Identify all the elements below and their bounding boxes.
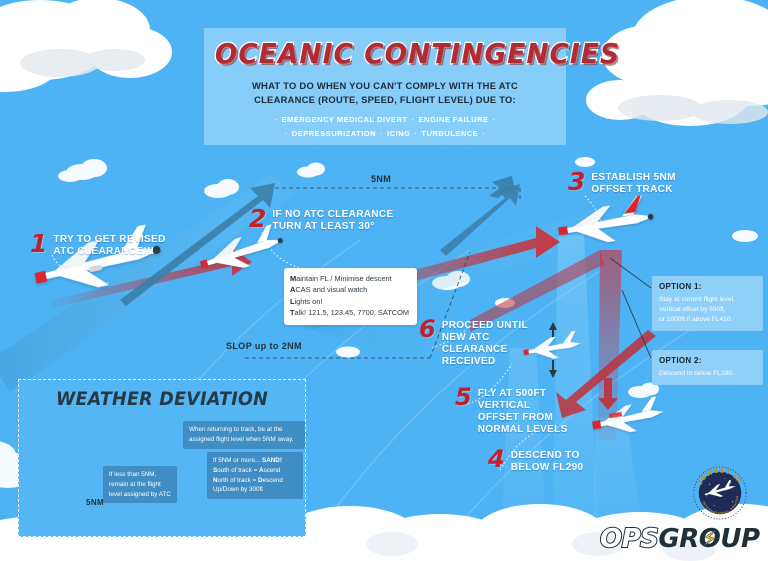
aircraft-4 [523, 331, 581, 359]
bullet-dot: · [411, 115, 415, 125]
option-heading: OPTION 1: [659, 282, 702, 291]
sand-text: Up/Down by 300ft [213, 486, 264, 494]
malt-text: aintain FL / Minimise descent [296, 274, 392, 283]
logo-ops-text: OPS [599, 523, 660, 555]
cause-line-2: ·DEPRESSURIZATION·ICING·TURBULENCE· [204, 127, 566, 140]
header-panel: OCEANIC CONTINGENCIES WHAT TO DO WHEN YO… [204, 28, 621, 145]
bullet-dot: · [414, 128, 418, 138]
step-callout-5: 5 FLY AT 500FT VERTICAL OFFSET FROM NORM… [455, 383, 568, 436]
step-number: 2 [249, 204, 267, 233]
malt-initial: T [290, 308, 295, 318]
step-label: DESCEND TO BELOW FL290 [510, 450, 584, 473]
sand-line-1: If 5NM or more... SAND! [213, 456, 297, 466]
cause-item: TURBULENCE [421, 128, 479, 138]
descend-arrow [598, 378, 618, 410]
weather-deviation-title: WEATHER DEVIATION [55, 388, 269, 410]
step-label: TRY TO GET REVISED ATC CLEARANCE!!! [53, 234, 166, 257]
sand-line-3: North of track = Descend [213, 476, 297, 486]
option-heading: OPTION 2: [659, 356, 702, 365]
malt-text: alk! 121.5, 123.45, 7700, SATCOM [294, 308, 409, 318]
red-arrow-4 [556, 330, 656, 418]
malt-checklist-box: Maintain FL / Minimise descent ACAS and … [284, 268, 417, 325]
option-body: Descend to below FL290. [659, 370, 734, 377]
label-5nm-weather: 5NM [86, 498, 105, 507]
bullet-dot: · [284, 128, 288, 138]
opsgroup-logo: OPSGRO⚡UP [599, 523, 760, 555]
bullet-dot: · [274, 115, 278, 125]
vertical-offset-arrows [549, 322, 557, 378]
step-label: PROCEED UNTIL NEW ATC CLEARANCE RECEIVED [441, 320, 528, 367]
aircraft-3 [558, 195, 654, 243]
malt-text: ights on! [294, 296, 323, 306]
sand-text: scend [263, 466, 281, 474]
wx-note-return-to-track: When returning to track, be at the assig… [183, 421, 305, 449]
logo-up-text: UP [720, 524, 760, 554]
sand-text: escend [262, 476, 283, 484]
step-callout-2: 2 IF NO ATC CLEARANCE TURN AT LEAST 30° [249, 204, 394, 233]
malt-line: Talk! 121.5, 123.45, 7700, SATCOM [290, 307, 411, 318]
bullet-dot: · [492, 115, 496, 125]
sand-initial-a: A [259, 466, 264, 474]
step-callout-6: 6 PROCEED UNTIL NEW ATC CLEARANCE RECEIV… [419, 315, 528, 368]
aircraft-2 [199, 224, 284, 269]
malt-initial: M [290, 274, 297, 283]
sand-initial-n: N [213, 476, 218, 484]
red-arrow-3 [470, 250, 604, 332]
sand-acronym: SAND! [262, 457, 282, 464]
label-slop: SLOP up to 2NM [226, 341, 302, 351]
cause-item: ENGINE FAILURE [418, 115, 489, 125]
step-number: 3 [568, 167, 586, 196]
30west-ip-badge-logo: 30WEST IP INTERNATIONAL PROCEDURES [691, 464, 747, 520]
aircraft-5 [592, 396, 664, 433]
malt-initial: A [290, 285, 296, 295]
step-callout-4: 4 DESCEND TO BELOW FL290 [488, 445, 584, 474]
logo-gr-text: GR [658, 524, 699, 554]
option-box-1: OPTION 1: Stay at current flight level, … [652, 276, 763, 331]
sand-text: orth of track = [217, 476, 258, 484]
dashed-guides [245, 187, 521, 359]
cause-item: ICING [387, 128, 411, 138]
wx-note-sand-rule: If 5NM or more... SAND! South of track =… [207, 452, 303, 499]
step-callout-3: 3 ESTABLISH 5NM OFFSET TRACK [568, 167, 676, 196]
cause-item: DEPRESSURIZATION [291, 128, 377, 138]
sand-line-2: South of track = Ascend [213, 466, 297, 476]
sand-initial-d: D [258, 476, 263, 484]
lightning-bolt-icon: ⚡ [703, 528, 717, 551]
logo-o-lightning: O⚡ [699, 524, 721, 554]
option-body: Stay at current flight level, Vertical o… [659, 296, 735, 323]
option-box-2: OPTION 2: Descend to below FL290. [652, 350, 763, 385]
malt-line: ACAS and visual watch [290, 284, 411, 295]
malt-text: CAS and visual watch [295, 285, 368, 295]
cause-line-1: ·EMERGENCY MEDICAL DIVERT·ENGINE FAILURE… [204, 113, 566, 126]
malt-line: Maintain FL / Minimise descent [290, 273, 411, 284]
malt-initial: L [290, 296, 295, 306]
bullet-dot: · [482, 128, 486, 138]
bullet-dot: · [380, 128, 384, 138]
cause-item: EMERGENCY MEDICAL DIVERT [281, 115, 408, 125]
step-number: 1 [30, 229, 48, 258]
step-number: 6 [419, 315, 436, 343]
sand-line-4: Up/Down by 300ft [213, 485, 297, 495]
sand-text: outh of track = [217, 466, 260, 474]
step-number: 4 [488, 445, 505, 473]
cause-list: ·EMERGENCY MEDICAL DIVERT·ENGINE FAILURE… [204, 113, 566, 140]
aircraft-1 [34, 224, 162, 288]
logo-o-text: O [698, 524, 721, 554]
step-label: ESTABLISH 5NM OFFSET TRACK [591, 172, 676, 195]
step-label: FLY AT 500FT VERTICAL OFFSET FROM NORMAL… [477, 388, 568, 435]
step-callout-1: 1 TRY TO GET REVISED ATC CLEARANCE!!! [30, 229, 166, 258]
blue-arrow-original-track [120, 183, 275, 306]
sand-initial-s: S [213, 466, 218, 474]
step-number: 5 [455, 383, 472, 411]
step-label: IF NO ATC CLEARANCE TURN AT LEAST 30° [272, 209, 394, 232]
page-title: OCEANIC CONTINGENCIES [214, 36, 621, 72]
malt-line: Lights on! [290, 296, 411, 307]
sand-text: If 5NM or more... [213, 457, 262, 464]
page-subtitle: WHAT TO DO WHEN YOU CAN'T COMPLY WITH TH… [251, 80, 519, 105]
label-5nm-offset: 5NM [371, 174, 392, 184]
wx-note-less-than-5nm: If less than 5NM, remain at the flight l… [103, 466, 177, 504]
blue-arrow-offset-track [489, 176, 516, 198]
